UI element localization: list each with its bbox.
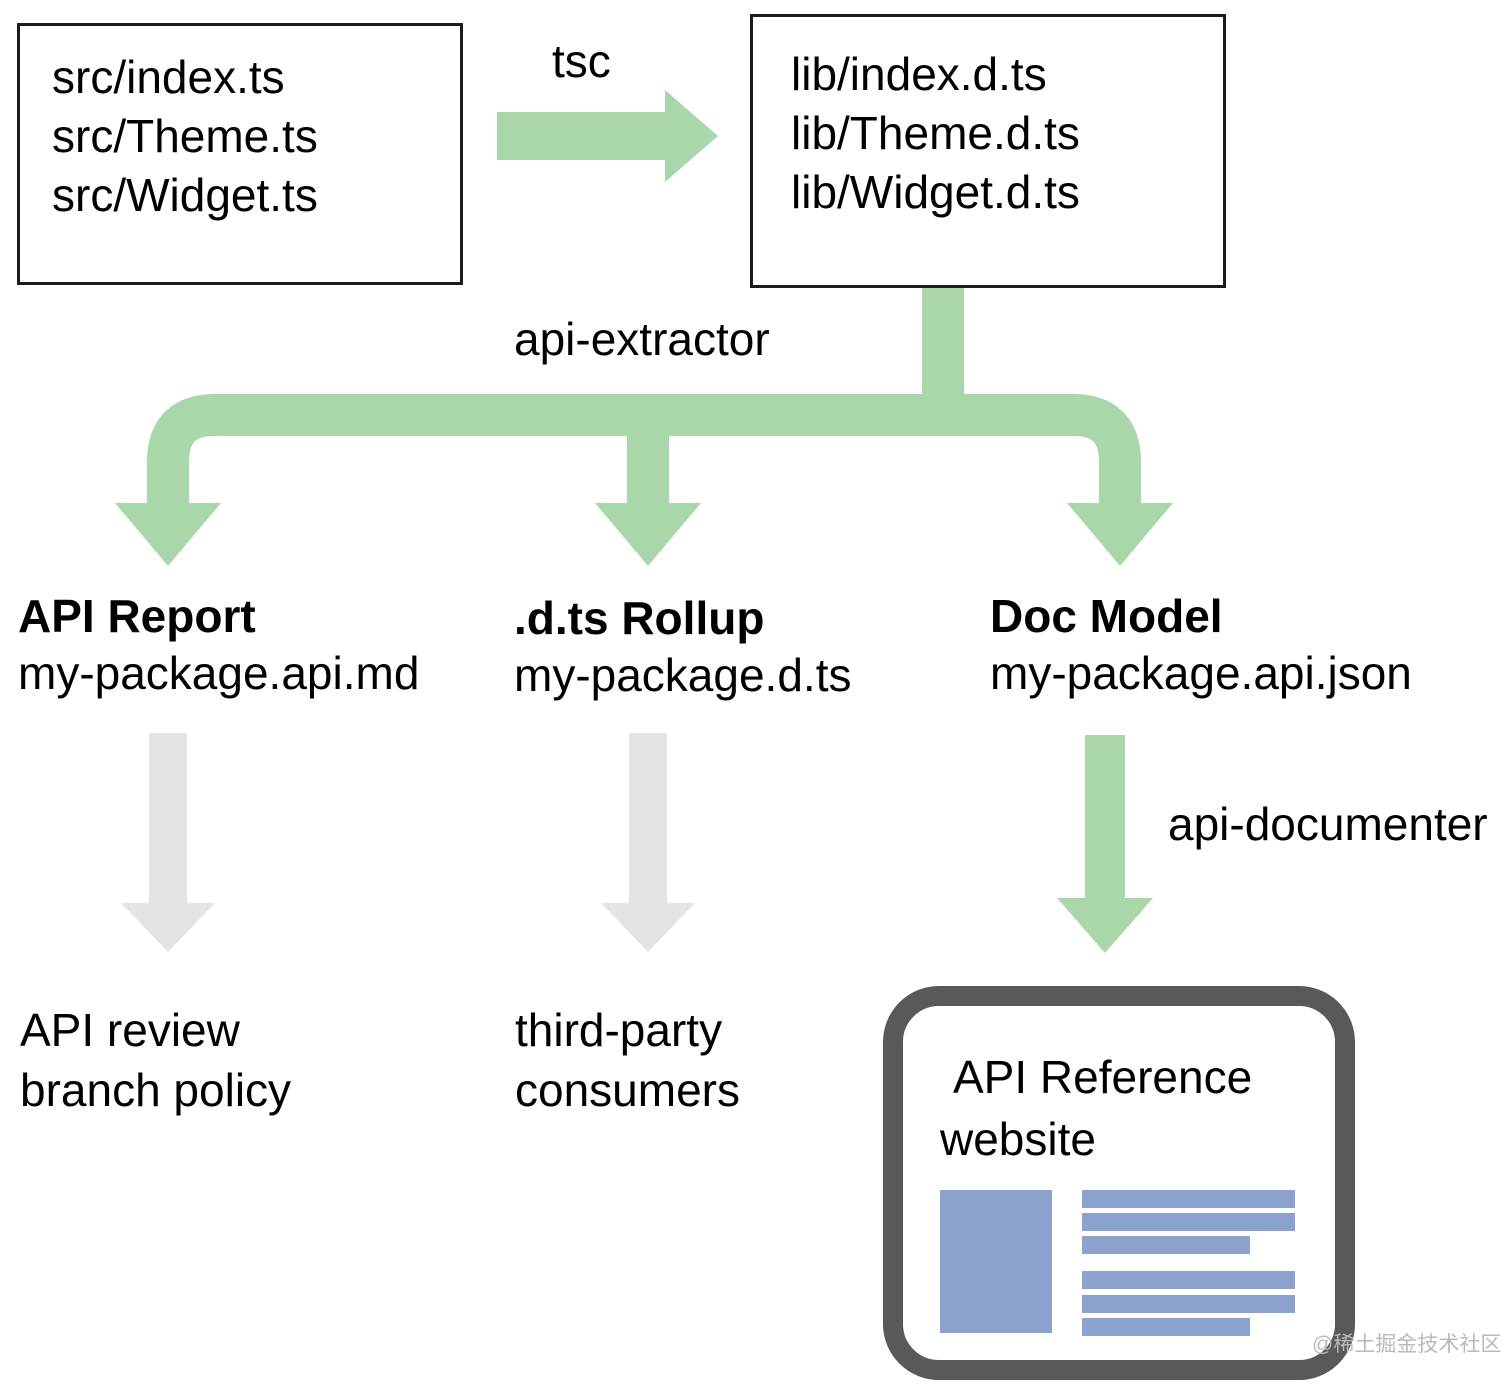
watermark: @稀土掘金技术社区 — [1312, 1333, 1502, 1356]
website-card-title: API Reference website — [940, 1046, 1252, 1170]
source-files-box: src/index.ts src/Theme.ts src/Widget.ts — [17, 23, 463, 285]
webpage-image-placeholder-icon — [940, 1190, 1052, 1333]
source-file-line: src/Theme.ts — [52, 110, 318, 162]
consumer-line: third-party — [515, 1004, 723, 1056]
source-file-line: src/index.ts — [52, 51, 285, 103]
source-file-line: src/Widget.ts — [52, 169, 318, 221]
declaration-file-line: lib/Theme.d.ts — [791, 107, 1080, 159]
api-documenter-arrow-icon — [1057, 735, 1153, 953]
output-doc-model: Doc Model my-package.api.json — [990, 588, 1412, 702]
output-file: my-package.d.ts — [514, 649, 852, 701]
output-api-report: API Report my-package.api.md — [18, 588, 419, 702]
api-extractor-label: api-extractor — [514, 313, 770, 365]
webpage-text-line-icon — [1082, 1190, 1295, 1208]
api-report-gray-arrow-icon — [121, 733, 215, 952]
consumer-line: branch policy — [20, 1064, 292, 1116]
api-review-label: API review branch policy — [20, 1000, 291, 1120]
api-extractor-branch-arrowheads-icon — [115, 503, 1173, 566]
declaration-files-box: lib/index.d.ts lib/Theme.d.ts lib/Widget… — [750, 14, 1226, 288]
webpage-text-line-icon — [1082, 1213, 1295, 1231]
third-party-consumers-label: third-party consumers — [515, 1000, 740, 1120]
webpage-text-line-icon — [1082, 1318, 1250, 1336]
output-file: my-package.api.json — [990, 647, 1412, 699]
website-title-line: website — [940, 1113, 1096, 1165]
tsc-arrow-icon — [497, 90, 718, 182]
api-reference-website-card: API Reference website — [883, 986, 1355, 1380]
tsc-label: tsc — [552, 35, 611, 87]
output-title: API Report — [18, 590, 256, 642]
webpage-text-line-icon — [1082, 1271, 1295, 1289]
website-title-line: API Reference — [953, 1051, 1253, 1103]
api-documenter-label: api-documenter — [1168, 798, 1488, 850]
declaration-file-line: lib/Widget.d.ts — [791, 166, 1080, 218]
output-dts-rollup: .d.ts Rollup my-package.d.ts — [514, 590, 851, 704]
dts-rollup-gray-arrow-icon — [601, 733, 695, 952]
output-file: my-package.api.md — [18, 647, 420, 699]
output-title: Doc Model — [990, 590, 1223, 642]
api-extractor-branch-arrow-icon — [147, 256, 1141, 508]
declaration-file-line: lib/index.d.ts — [791, 48, 1047, 100]
consumer-line: consumers — [515, 1064, 740, 1116]
webpage-text-line-icon — [1082, 1295, 1295, 1313]
output-title: .d.ts Rollup — [514, 592, 765, 644]
webpage-text-line-icon — [1082, 1236, 1250, 1254]
consumer-line: API review — [20, 1004, 240, 1056]
